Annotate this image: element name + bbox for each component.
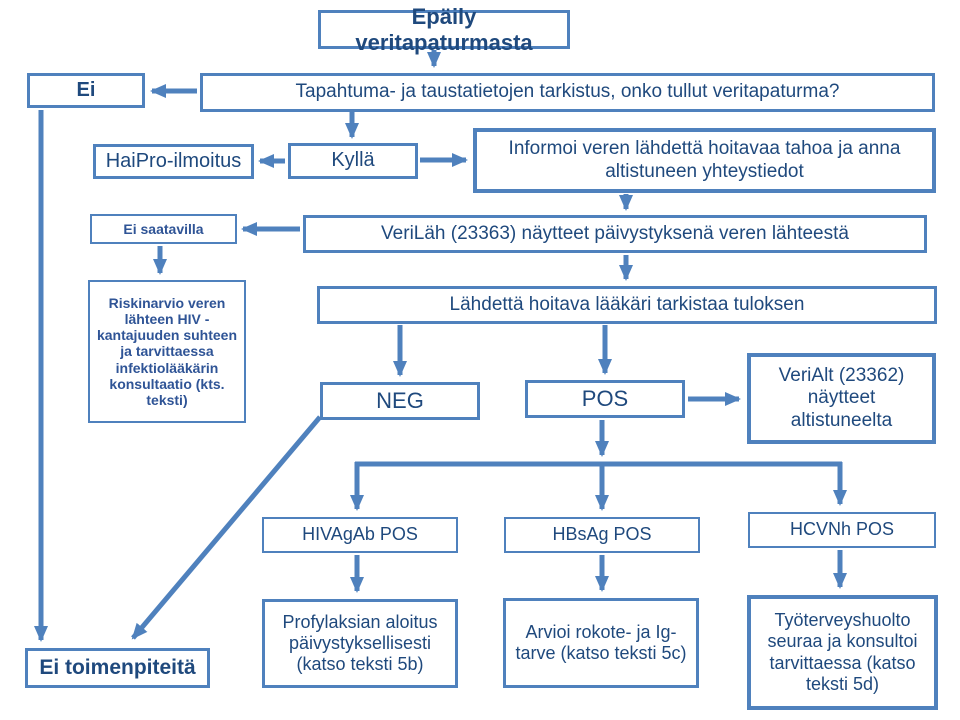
node-kylla: Kyllä [288, 143, 418, 179]
node-label: Ei saatavilla [123, 220, 204, 237]
node-neg: NEG [320, 382, 480, 420]
node-ei: Ei [27, 73, 145, 108]
node-verilah-naytteet: VeriLäh (23363) näytteet päivystyksenä v… [303, 215, 927, 253]
node-label: HBsAg POS [552, 524, 652, 545]
node-tapahtuma-tarkistus: Tapahtuma- ja taustatietojen tarkistus, … [200, 73, 935, 112]
node-label: NEG [376, 388, 424, 414]
node-label: VeriLäh (23363) näytteet päivystyksenä v… [381, 222, 849, 244]
node-label: Informoi veren lähdettä hoitavaa tahoa j… [508, 138, 901, 182]
node-haipro-ilmoitus: HaiPro-ilmoitus [93, 144, 254, 179]
node-label: HIVAgAb POS [302, 524, 418, 545]
node-hivagab-pos: HIVAgAb POS [262, 517, 458, 553]
node-label: VeriAlt (23362) näytteet altistuneelta [778, 364, 905, 431]
node-label: Tapahtuma- ja taustatietojen tarkistus, … [295, 81, 840, 103]
node-label: Epäily veritapaturmasta [355, 3, 533, 55]
node-profylaksian-aloitus: Profylaksian aloitus päivystyksellisesti… [262, 599, 458, 688]
node-label: Kyllä [331, 149, 375, 172]
node-pos: POS [525, 380, 685, 418]
node-tyoterveyshuolto-seuraa: Työterveyshuolto seuraa ja konsultoi tar… [747, 595, 938, 710]
node-verialt-naytteet: VeriAlt (23362) näytteet altistuneelta [747, 353, 936, 444]
node-informoi-tahoa: Informoi veren lähdettä hoitavaa tahoa j… [473, 128, 936, 193]
node-label: Arvioi rokote- ja Ig-tarve (katso teksti… [515, 621, 687, 663]
node-label: Lähdettä hoitava lääkäri tarkistaa tulok… [449, 293, 805, 315]
node-riskinarvio: Riskinarvio veren lähteen HIV - kantajuu… [88, 280, 246, 423]
node-label: HCVNh POS [789, 519, 895, 540]
node-label: HaiPro-ilmoitus [105, 149, 242, 172]
node-label: Ei [76, 78, 96, 101]
node-label: POS [581, 386, 629, 412]
node-label: Profylaksian aloitus päivystyksellisesti… [282, 611, 438, 675]
node-arvioi-rokote-ig-tarve: Arvioi rokote- ja Ig-tarve (katso teksti… [503, 598, 699, 688]
node-hbsag-pos: HBsAg POS [504, 517, 700, 553]
node-label: Työterveyshuolto seuraa ja konsultoi tar… [767, 610, 918, 694]
node-lahdetta-laakari-tarkistaa: Lähdettä hoitava lääkäri tarkistaa tulok… [317, 286, 937, 324]
node-epaily-veritapaturmasta: Epäily veritapaturmasta [318, 4, 570, 55]
node-label: Riskinarvio veren lähteen HIV - kantajuu… [96, 294, 238, 409]
node-ei-toimenpiteita: Ei toimenpiteitä [25, 648, 210, 688]
connector-neg-eitoimenpiteita [131, 415, 322, 640]
node-hcvnh-pos: HCVNh POS [748, 512, 936, 548]
node-ei-saatavilla: Ei saatavilla [90, 214, 237, 244]
node-label: Ei toimenpiteitä [39, 655, 196, 679]
